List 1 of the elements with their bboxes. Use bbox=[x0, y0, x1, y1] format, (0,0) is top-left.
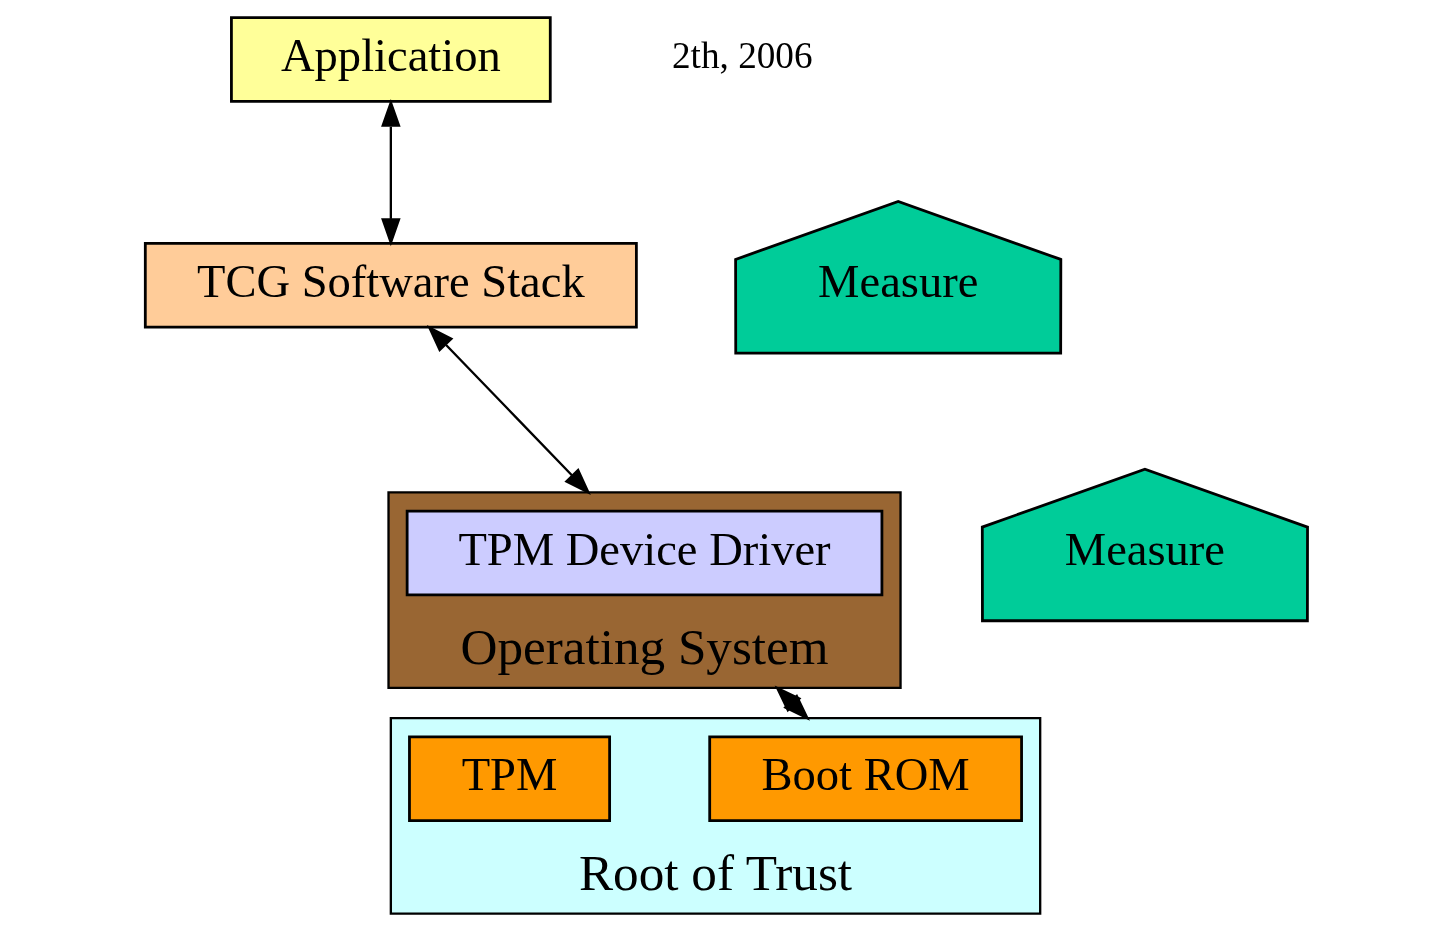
label: 2th, 2006 bbox=[671, 35, 813, 77]
